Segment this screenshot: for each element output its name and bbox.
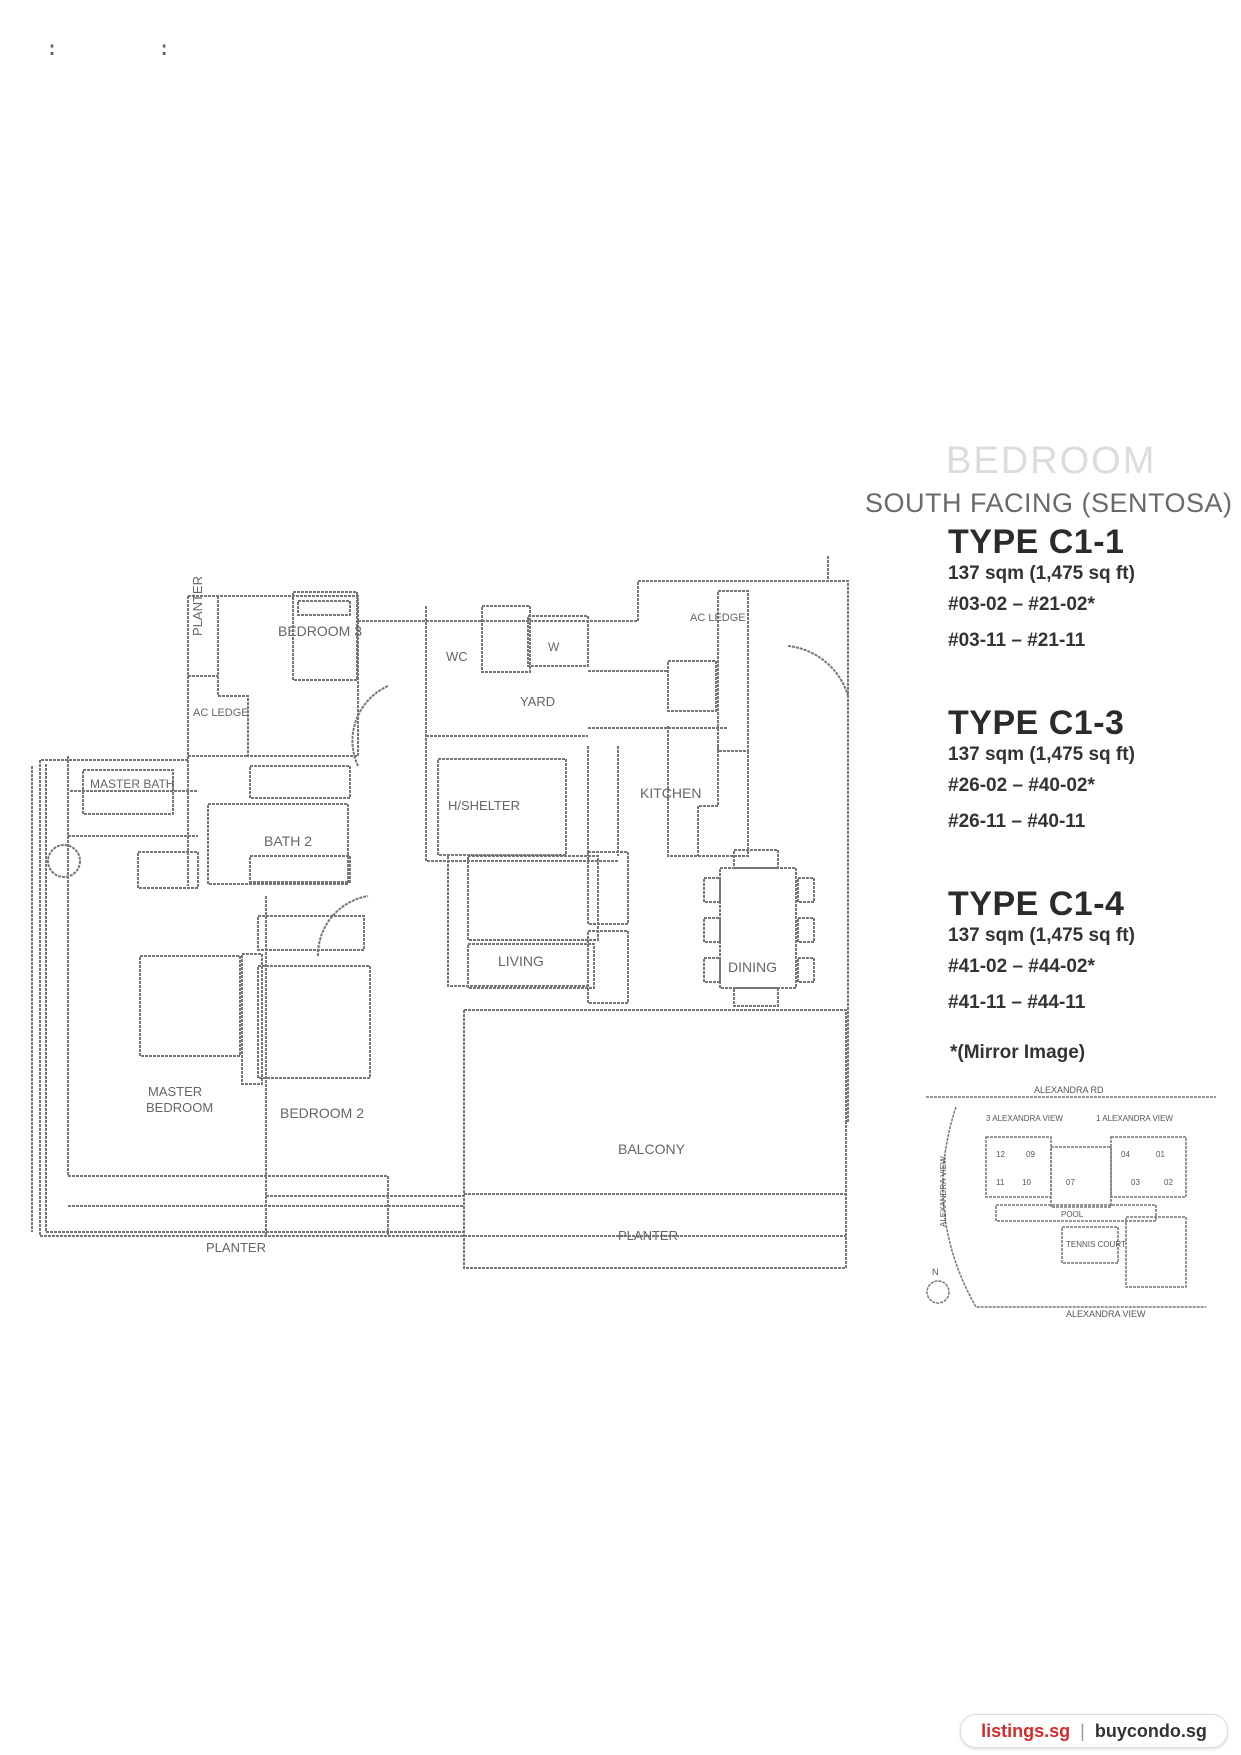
footer-brand-badge[interactable]: listings.sg | buycondo.sg (960, 1714, 1228, 1748)
room-label-living: LIVING (498, 953, 544, 969)
room-label-balcony: BALCONY (618, 1141, 686, 1157)
type-area: 137 sqm (1,475 sq ft) (948, 744, 1135, 765)
unit-range: #41-02 – #44-02* (948, 956, 1095, 977)
room-label-kitchen: KITCHEN (640, 785, 701, 801)
room-label-household-shelter: H/SHELTER (448, 798, 520, 813)
room-label-bath2: BATH 2 (264, 833, 312, 849)
unit-range: #03-11 – #21-11 (948, 630, 1086, 651)
type-block-c1-1: TYPE C1-1 137 sqm (1,475 sq ft) #03-02 –… (948, 523, 1218, 659)
mirror-note: *(Mirror Image) (950, 1042, 1086, 1063)
brand-separator: | (1080, 1720, 1085, 1741)
site-unit: 11 (996, 1178, 1005, 1187)
faded-heading: BEDROOM (946, 440, 1157, 482)
facing-heading: SOUTH FACING (SENTOSA) (865, 488, 1233, 518)
room-label-planter-balcony: PLANTER (618, 1228, 678, 1243)
site-unit: 01 (1156, 1150, 1165, 1159)
type-name: TYPE C1-1 (948, 523, 1125, 561)
room-label-wc: WC (446, 649, 468, 664)
type-block-c1-4: TYPE C1-4 137 sqm (1,475 sq ft) #41-02 –… (948, 885, 1218, 1021)
type-area: 137 sqm (1,475 sq ft) (948, 563, 1135, 584)
unit-range: #03-02 – #21-02* (948, 594, 1095, 615)
room-label-bedroom2: BEDROOM 2 (280, 1105, 364, 1121)
room-label-master-bath: MASTER BATH (90, 777, 174, 791)
type-block-c1-3: TYPE C1-3 137 sqm (1,475 sq ft) #26-02 –… (948, 704, 1218, 840)
site-tower-left: 3 ALEXANDRA VIEW (986, 1114, 1063, 1123)
room-label-master-bedroom-1: MASTER (148, 1084, 202, 1099)
site-pool: POOL (1061, 1210, 1084, 1219)
unit-range: #26-11 – #40-11 (948, 811, 1086, 832)
site-road-left: ALEXANDRA VIEW (939, 1156, 948, 1227)
brand-buycondo[interactable]: buycondo.sg (1094, 1720, 1207, 1741)
site-plan: ALEXANDRA RD ALEXANDRA VIEW ALEXANDRA VI… (926, 1085, 1216, 1319)
unit-range: #41-11 – #44-11 (948, 992, 1086, 1013)
room-label-ac-ledge-right: AC LEDGE (690, 612, 746, 624)
site-unit: 04 (1121, 1150, 1130, 1159)
site-road-bottom: ALEXANDRA VIEW (1066, 1309, 1146, 1319)
site-tower-right: 1 ALEXANDRA VIEW (1096, 1114, 1173, 1123)
scan-marks: : : (46, 36, 215, 60)
site-road-top: ALEXANDRA RD (1034, 1085, 1104, 1095)
room-label-master-bedroom-2: BEDROOM (146, 1100, 213, 1115)
north-arrow-icon: N (932, 1267, 939, 1277)
floor-plan: PLANTER BEDROOM 3 AC LEDGE WC W AC LEDGE… (31, 556, 849, 1269)
type-name: TYPE C1-3 (948, 704, 1125, 742)
unit-range: #26-02 – #40-02* (948, 775, 1095, 796)
room-label-yard: YARD (520, 694, 555, 709)
room-label-ac-ledge-left: AC LEDGE (193, 707, 249, 719)
site-unit: 07 (1066, 1178, 1075, 1187)
room-label-dining: DINING (728, 959, 777, 975)
site-unit: 02 (1164, 1178, 1173, 1187)
site-unit: 12 (996, 1150, 1005, 1159)
brand-listings[interactable]: listings.sg (981, 1720, 1071, 1741)
site-tennis: TENNIS COURT (1066, 1240, 1126, 1249)
room-label-bedroom3: BEDROOM 3 (278, 623, 362, 639)
site-unit: 10 (1022, 1178, 1031, 1187)
room-label-w: W (548, 640, 560, 654)
room-label-planter-bottom: PLANTER (206, 1240, 266, 1255)
type-name: TYPE C1-4 (948, 885, 1125, 923)
site-unit: 03 (1131, 1178, 1140, 1187)
room-label-planter-side: PLANTER (190, 576, 205, 636)
type-area: 137 sqm (1,475 sq ft) (948, 925, 1135, 946)
site-unit: 09 (1026, 1150, 1035, 1159)
